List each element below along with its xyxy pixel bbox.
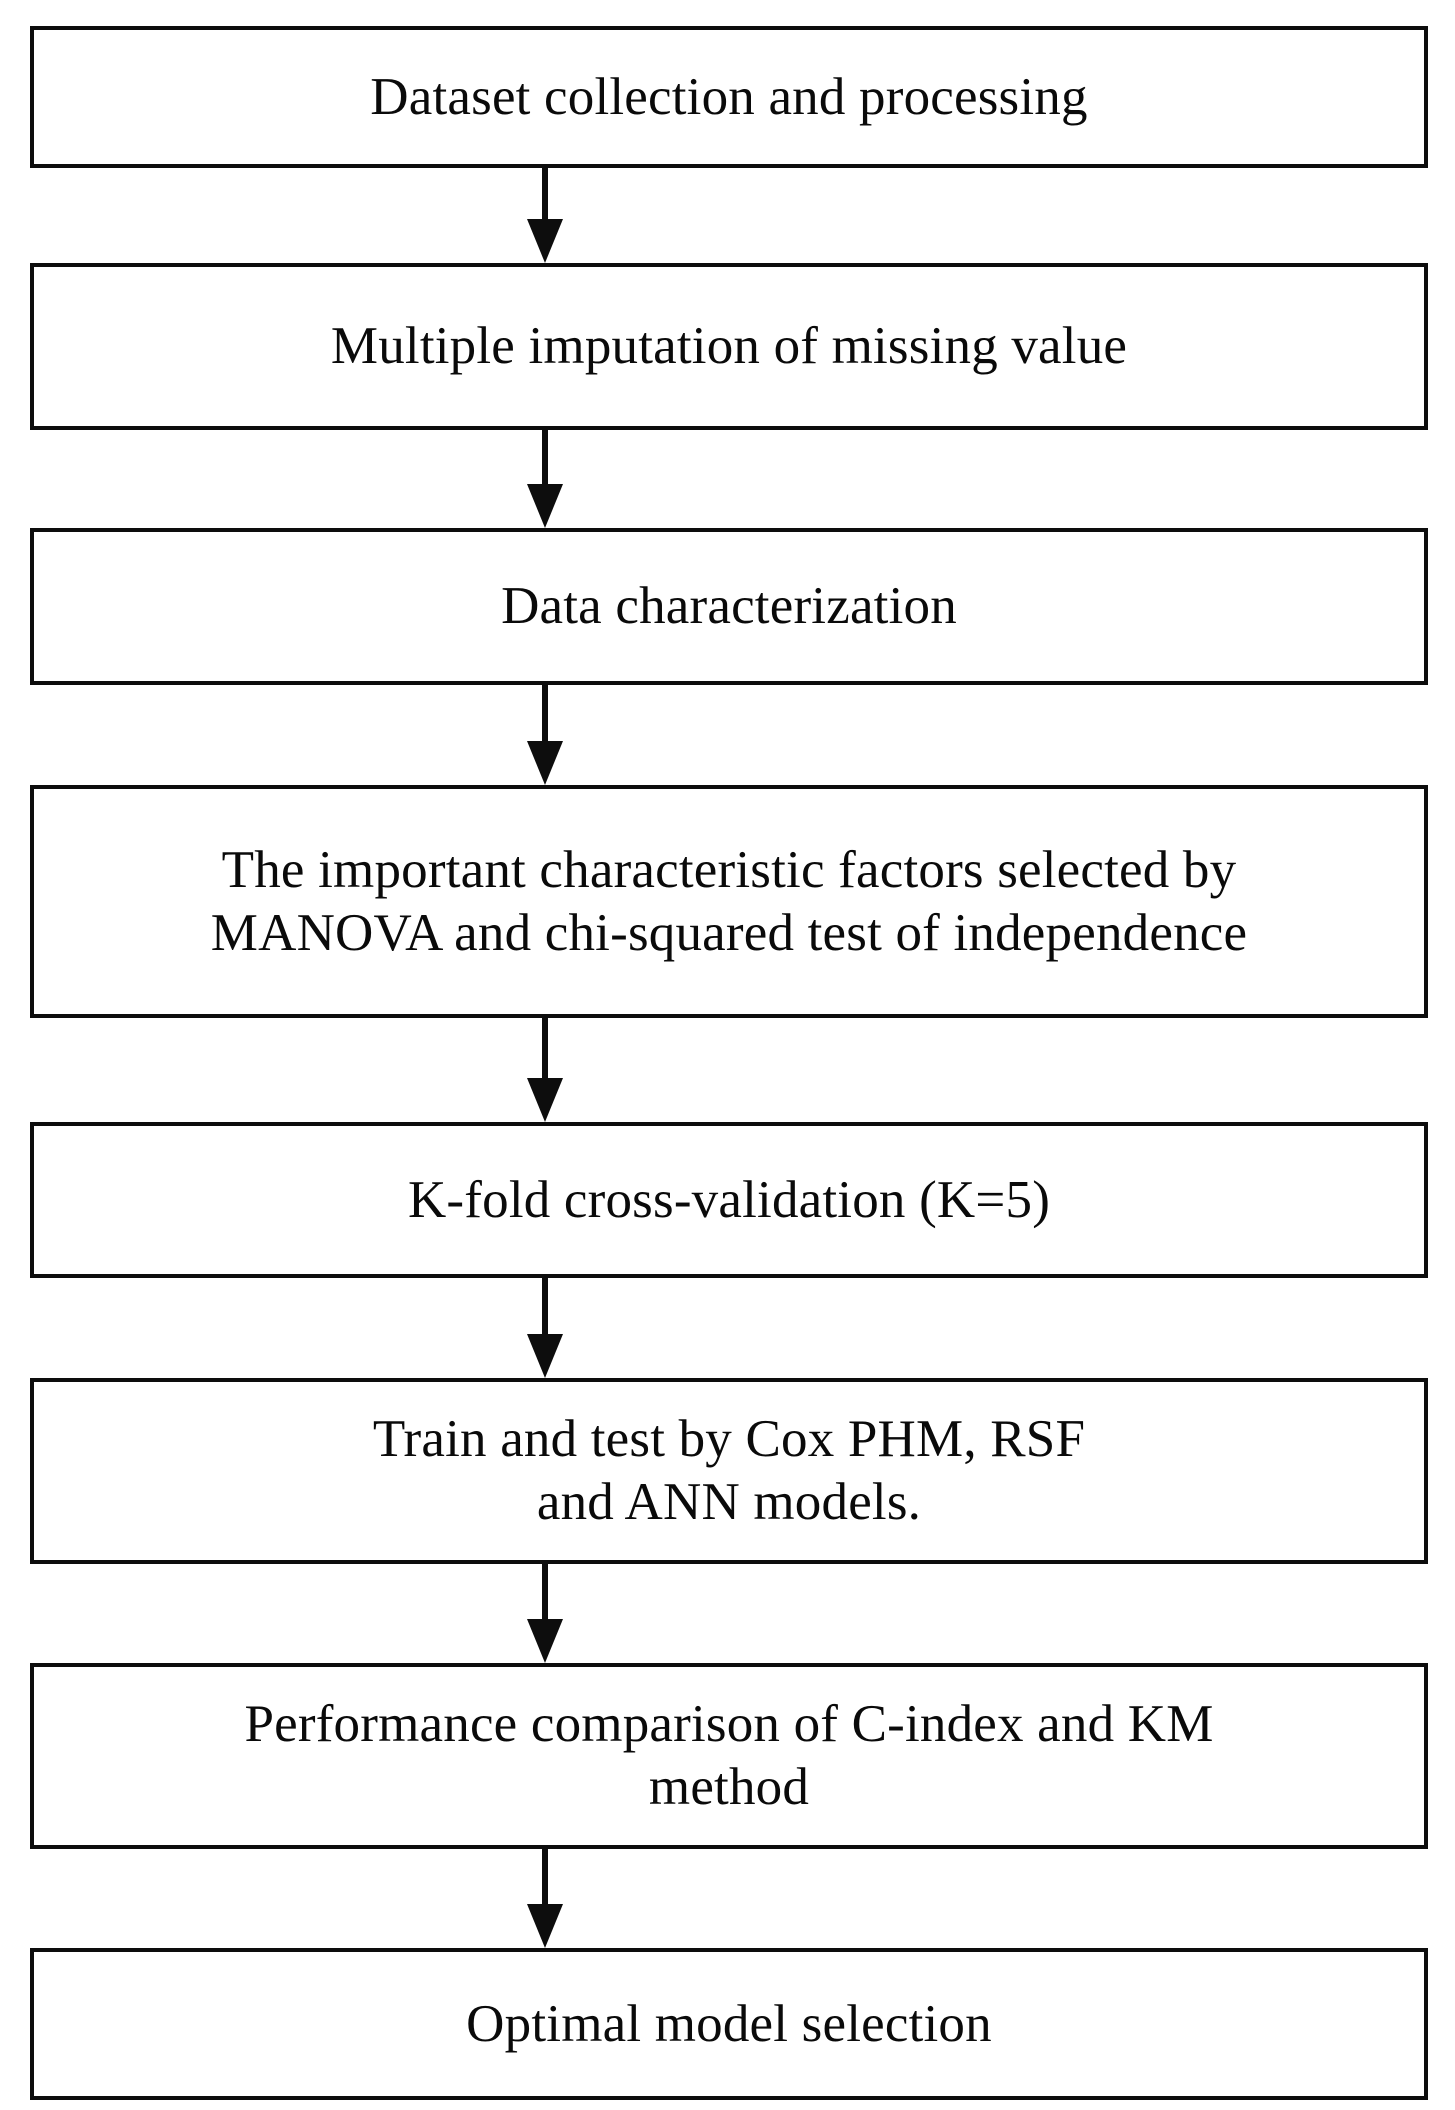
arrow-head-icon [527, 484, 563, 528]
flow-node-optimal-model-selection[interactable]: Optimal model selection [30, 1948, 1428, 2100]
arrow-shaft [542, 1018, 548, 1082]
arrow-head-icon [527, 741, 563, 785]
arrow-head-icon [527, 1619, 563, 1663]
flow-node-label: Performance comparison of C-index and KM… [244, 1695, 1214, 1816]
flow-node-multiple-imputation[interactable]: Multiple imputation of missing value [30, 263, 1428, 430]
arrow-shaft [542, 168, 548, 223]
flow-node-train-and-test[interactable]: Train and test by Cox PHM, RSF and ANN m… [30, 1378, 1428, 1564]
flow-node-performance-comparison[interactable]: Performance comparison of C-index and KM… [30, 1663, 1428, 1849]
arrow-shaft [542, 1278, 548, 1338]
arrow-shaft [542, 1849, 548, 1908]
flow-node-factor-selection[interactable]: The important characteristic factors sel… [30, 785, 1428, 1018]
arrow-head-icon [527, 1904, 563, 1948]
arrow-head-icon [527, 1078, 563, 1122]
arrow-head-icon [527, 219, 563, 263]
flow-node-dataset-collection[interactable]: Dataset collection and processing [30, 26, 1428, 168]
arrow-shaft [542, 685, 548, 745]
arrow-shaft [542, 430, 548, 488]
arrow-shaft [542, 1564, 548, 1623]
flow-node-label: Dataset collection and processing [370, 67, 1088, 126]
flow-node-label: Data characterization [501, 577, 957, 636]
flow-node-label: Train and test by Cox PHM, RSF and ANN m… [372, 1410, 1086, 1531]
arrow-head-icon [527, 1334, 563, 1378]
flow-node-label: The important characteristic factors sel… [210, 840, 1248, 962]
flow-node-label: Optimal model selection [466, 1994, 992, 2053]
flow-node-k-fold-cross-validation[interactable]: K-fold cross-validation (K=5) [30, 1122, 1428, 1278]
flow-node-label: Multiple imputation of missing value [330, 317, 1128, 376]
flow-node-label: K-fold cross-validation (K=5) [407, 1170, 1051, 1229]
flow-node-data-characterization[interactable]: Data characterization [30, 528, 1428, 685]
